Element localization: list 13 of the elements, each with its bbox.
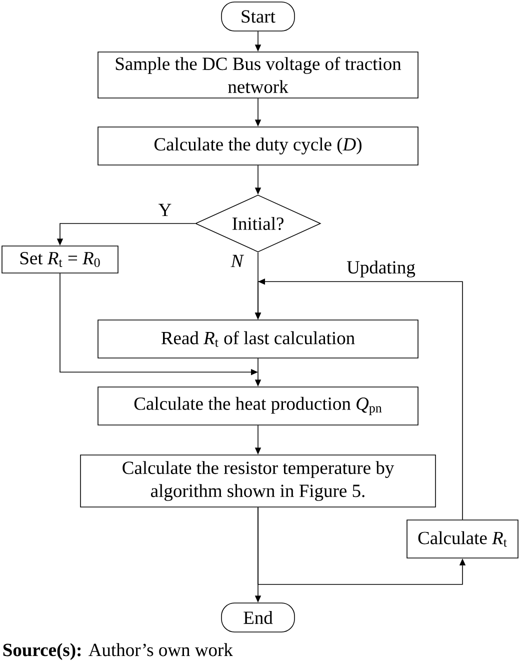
edge-label: Updating — [346, 260, 416, 278]
edge-label: Y — [157, 202, 173, 218]
edge-label: N — [230, 254, 244, 268]
process-box: Read R$_{t}$ of last calculation — [98, 320, 418, 358]
process-box: Sample the DC Bus voltage of traction network — [98, 52, 418, 98]
process-box: Calculate R$_{t}$ — [406, 520, 518, 558]
caption: Source(s): Author’s own work — [3, 643, 233, 660]
process-box: Calculate the heat production Q$_{pn}$ — [98, 386, 418, 426]
process-box: Calculate the resistor temperature by algorithm shown in Figure 5. — [80, 454, 436, 508]
terminal-box: Start — [221, 2, 295, 32]
process-box: Set R$_{t}$ = R$_{0}$ — [2, 246, 118, 274]
process-box: Calculate the duty cycle (D) — [98, 126, 418, 166]
terminal-box: End — [221, 602, 295, 632]
